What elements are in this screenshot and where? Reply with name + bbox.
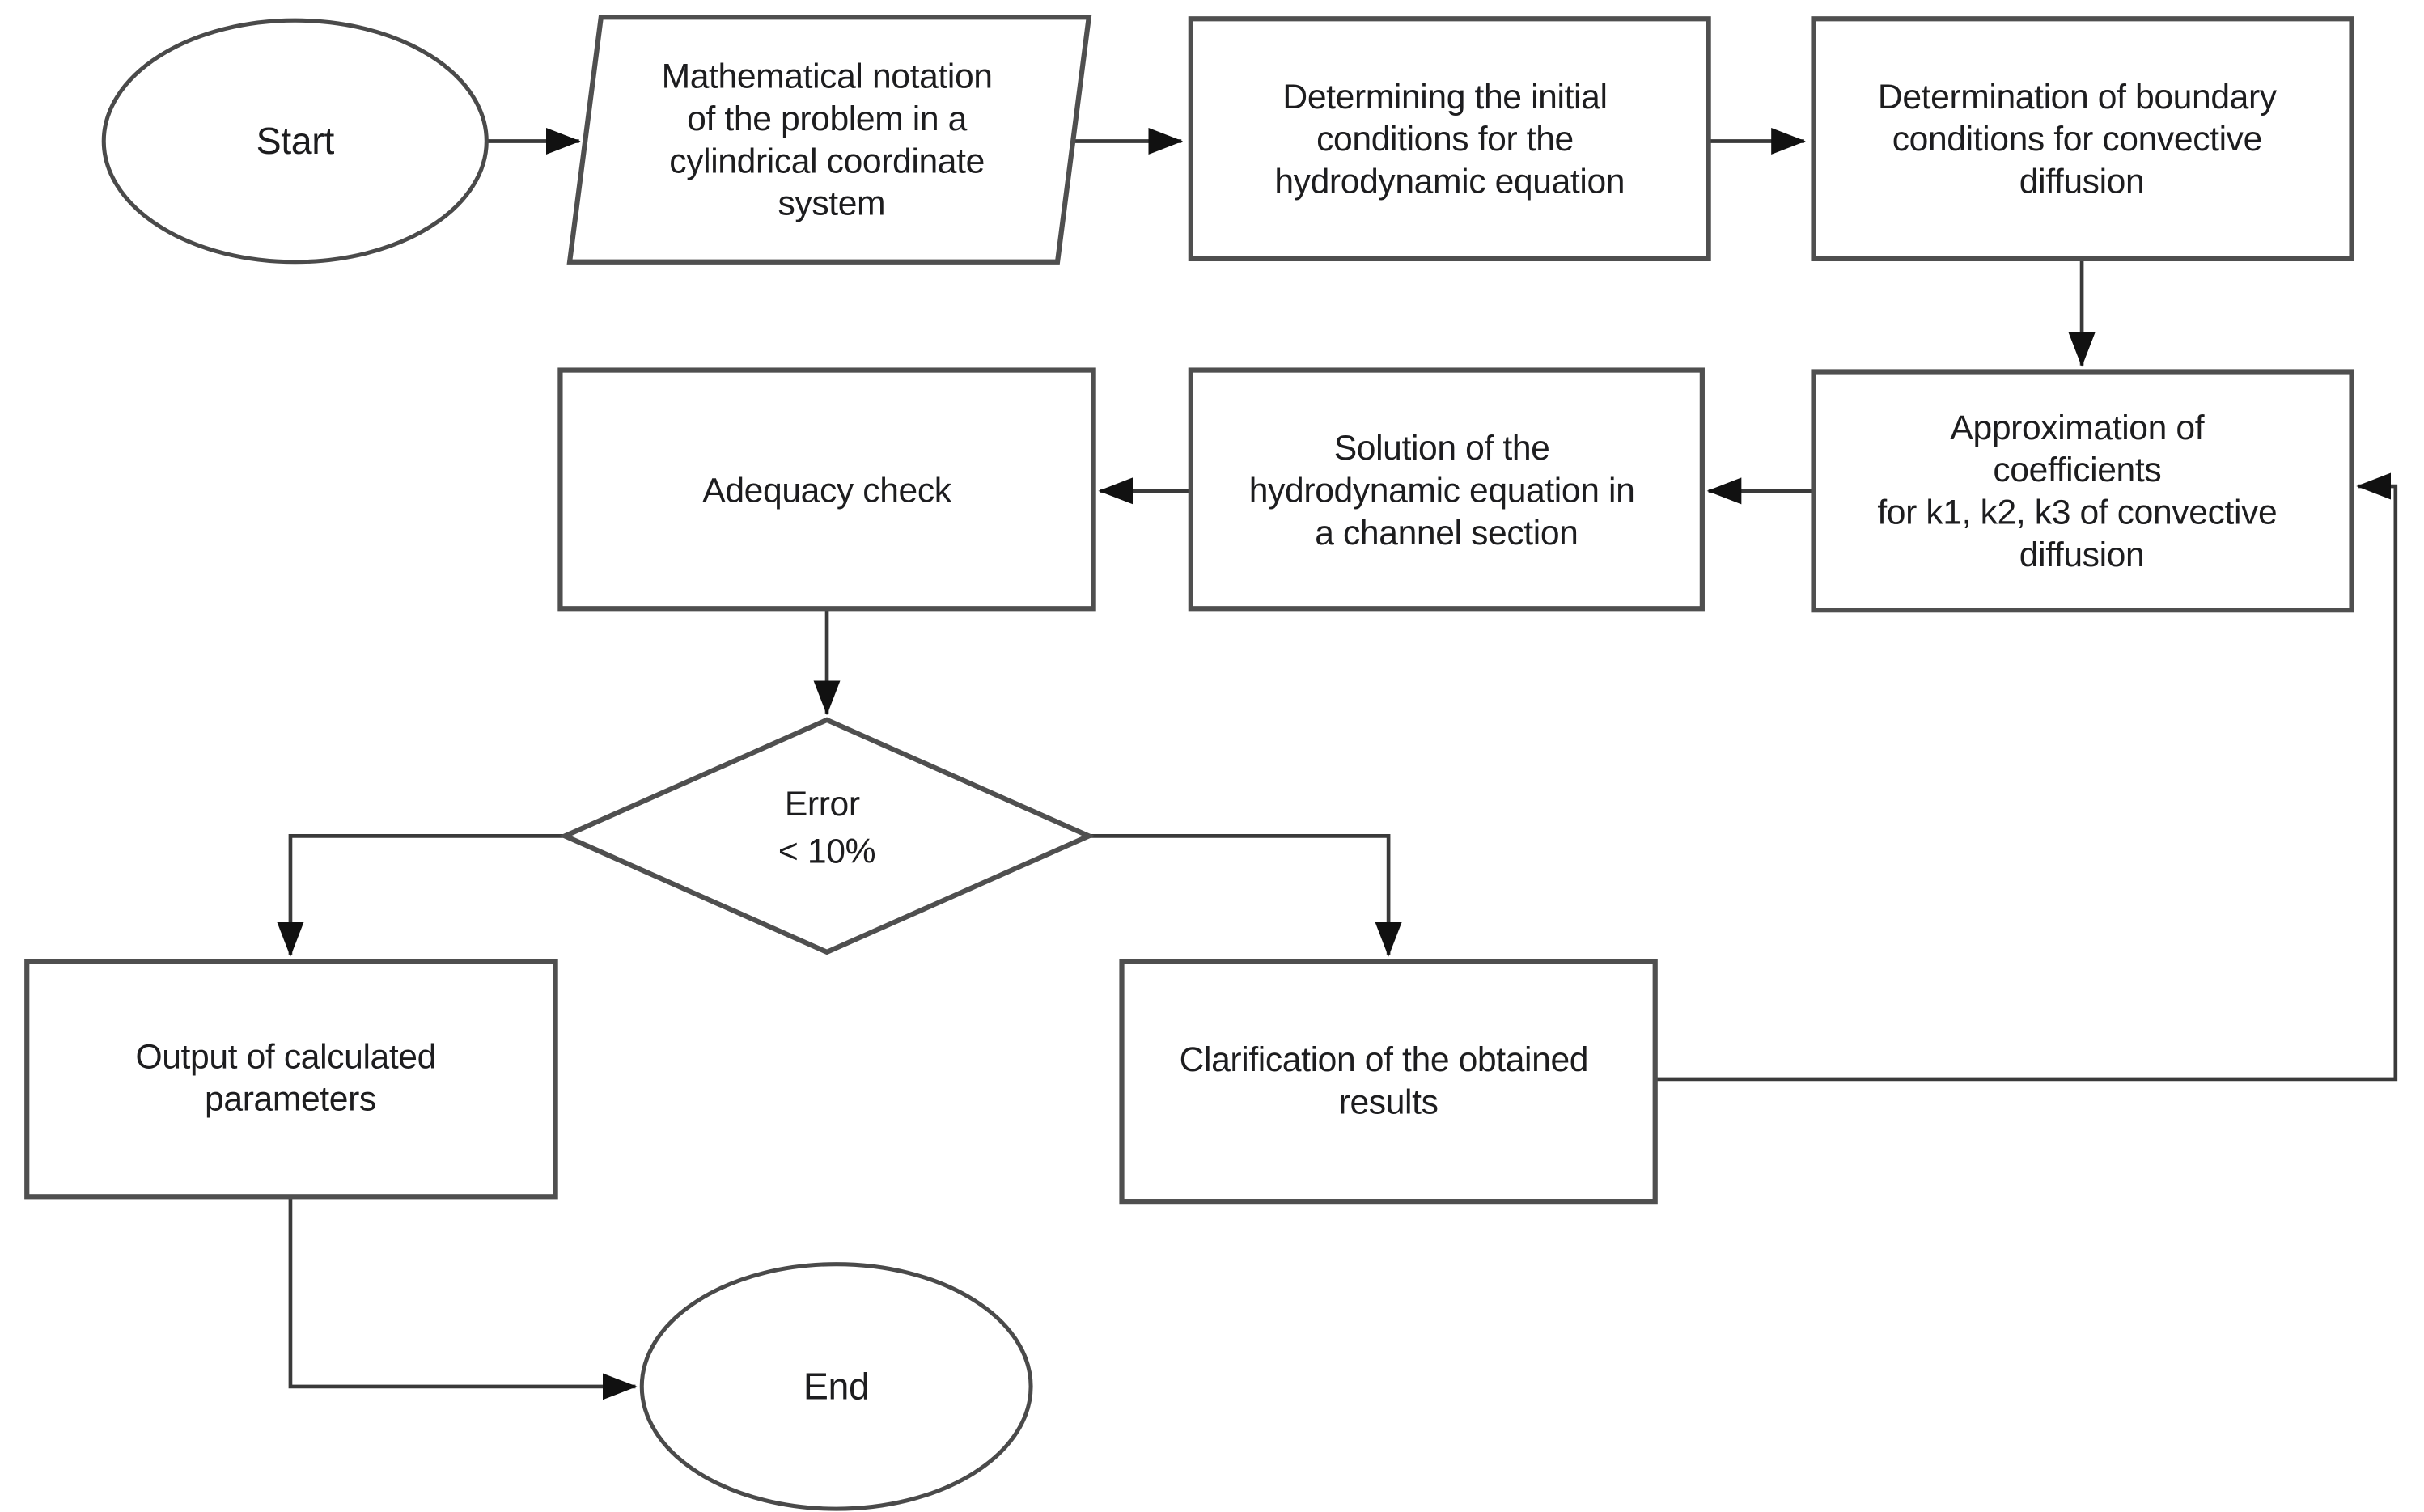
solution-process-shape [1188,367,1705,612]
start-terminal-shape [101,18,489,265]
approximation-process-shape [1811,369,2354,613]
boundary-conditions-label: Determination of boundary conditions for… [1878,78,2286,201]
edges [277,128,2398,1400]
edge-output-parameters-to-end [288,1196,638,1400]
initial-conditions-label: Determining the initial conditions for t… [1274,78,1625,201]
initial-conditions-process-shape [1188,16,1711,262]
solution-label: Solution of the hydrodynamic equation in… [1249,429,1644,553]
end-terminal-shape [639,1262,1033,1511]
output-parameters-label: Output of calculated parameters [135,1037,445,1118]
start-label: Start [256,120,335,162]
end-label: End [803,1365,870,1407]
node-boundary-conditions: Determination of boundary conditions for… [1811,16,2354,262]
edge-clarification-feedback-to-approximation [1655,472,2398,1082]
clarification-process-shape [1119,959,1658,1205]
node-end: End [639,1262,1033,1511]
boundary-conditions-process-shape [1811,16,2354,262]
node-math-notation: Mathematical notation of the problem in … [566,15,1092,265]
node-clarification: Clarification of the obtained results [1119,959,1658,1205]
error-decision-label: Error < 10% [778,785,875,870]
approximation-label: Approximation of coefficients for k1, k2… [1877,409,2286,574]
node-approximation: Approximation of coefficients for k1, k2… [1811,369,2354,613]
clarification-label: Clarification of the obtained results [1180,1040,1598,1121]
node-output-parameters: Output of calculated parameters [24,959,558,1200]
edge-error-decision-to-output-parameters [277,834,566,957]
output-parameters-process-shape [24,959,558,1200]
node-initial-conditions: Determining the initial conditions for t… [1188,16,1711,262]
error-decision-diamond-shape [558,717,1095,955]
edge-error-decision-to-clarification [1088,834,1402,957]
node-adequacy-check: Adequacy check [557,367,1096,612]
node-solution: Solution of the hydrodynamic equation in… [1188,367,1705,612]
node-start: Start [101,18,489,265]
math-notation-parallelogram-shape [566,15,1092,265]
math-notation-label: Mathematical notation of the problem in … [662,57,1002,223]
adequacy-check-label: Adequacy check [702,471,952,510]
adequacy-check-process-shape [557,367,1096,612]
node-error-decision: Error < 10% [558,717,1095,955]
